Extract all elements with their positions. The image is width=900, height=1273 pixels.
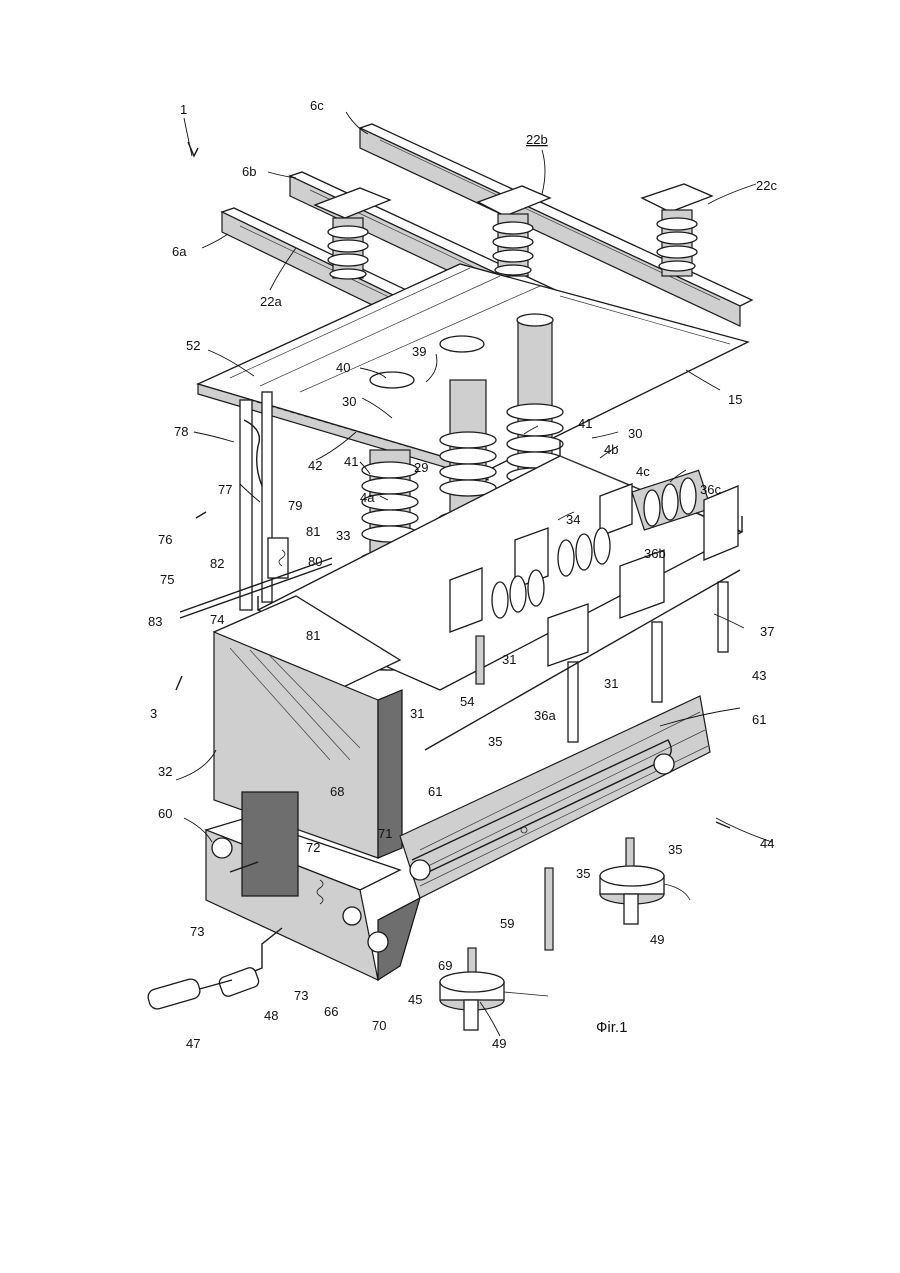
label-40: 40	[336, 360, 350, 375]
label-6a: 6a	[172, 244, 187, 259]
label-70: 70	[372, 1018, 386, 1033]
label-15: 15	[728, 392, 742, 407]
label-49-left: 49	[492, 1036, 506, 1051]
label-4c: 4c	[636, 464, 650, 479]
label-31-left: 31	[410, 706, 424, 721]
label-60: 60	[158, 806, 172, 821]
label-68: 68	[330, 784, 344, 799]
label-22b: 22b	[526, 132, 548, 147]
label-4a: 4a	[360, 490, 375, 505]
label-36c: 36c	[700, 482, 721, 497]
label-22c: 22c	[756, 178, 777, 193]
label-35-right: 35	[668, 842, 682, 857]
label-44: 44	[760, 836, 774, 851]
label-81-top: 81	[306, 524, 320, 539]
label-78: 78	[174, 424, 188, 439]
pulley-49-right	[600, 866, 690, 924]
label-29: 29	[414, 460, 428, 475]
label-41-left: 41	[344, 454, 358, 469]
label-81-bottom: 81	[306, 628, 320, 643]
figure-caption: Фir.1	[596, 1019, 627, 1036]
label-73-left: 73	[190, 924, 204, 939]
label-3: 3	[150, 706, 157, 721]
label-75: 75	[160, 572, 174, 587]
pulley-49-left	[440, 972, 548, 1030]
label-49-right: 49	[650, 932, 664, 947]
label-82: 82	[210, 556, 224, 571]
label-73-mid: 73	[294, 988, 308, 1003]
label-33: 33	[336, 528, 350, 543]
label-39: 39	[412, 344, 426, 359]
label-4b: 4b	[604, 442, 618, 457]
label-22a: 22a	[260, 294, 282, 309]
label-83: 83	[148, 614, 162, 629]
label-76: 76	[158, 532, 172, 547]
label-74: 74	[210, 612, 224, 627]
label-32: 32	[158, 764, 172, 779]
label-52: 52	[186, 338, 200, 353]
label-34: 34	[566, 512, 580, 527]
label-31-mid: 31	[502, 652, 516, 667]
label-54: 54	[460, 694, 474, 709]
label-80: 80	[308, 554, 322, 569]
label-69: 69	[438, 958, 452, 973]
label-42: 42	[308, 458, 322, 473]
label-37: 37	[760, 624, 774, 639]
label-30-left: 30	[342, 394, 356, 409]
label-66: 66	[324, 1004, 338, 1019]
label-48: 48	[264, 1008, 278, 1023]
hand-crank-47	[146, 928, 282, 1011]
label-43: 43	[752, 668, 766, 683]
label-35-mid: 35	[576, 866, 590, 881]
label-61-mid: 61	[428, 784, 442, 799]
label-6b: 6b	[242, 164, 256, 179]
label-6c: 6c	[310, 98, 324, 113]
label-41-right: 41	[578, 416, 592, 431]
label-45: 45	[408, 992, 422, 1007]
label-31-right: 31	[604, 676, 618, 691]
label-77: 77	[218, 482, 232, 497]
label-30-right: 30	[628, 426, 642, 441]
label-36b: 36b	[644, 546, 666, 561]
label-1: 1	[180, 102, 187, 117]
label-36a: 36a	[534, 708, 556, 723]
label-79: 79	[288, 498, 302, 513]
label-61-right: 61	[752, 712, 766, 727]
label-71: 71	[378, 826, 392, 841]
label-35-top: 35	[488, 734, 502, 749]
label-72: 72	[306, 840, 320, 855]
label-47: 47	[186, 1036, 200, 1051]
label-59: 59	[500, 916, 514, 931]
